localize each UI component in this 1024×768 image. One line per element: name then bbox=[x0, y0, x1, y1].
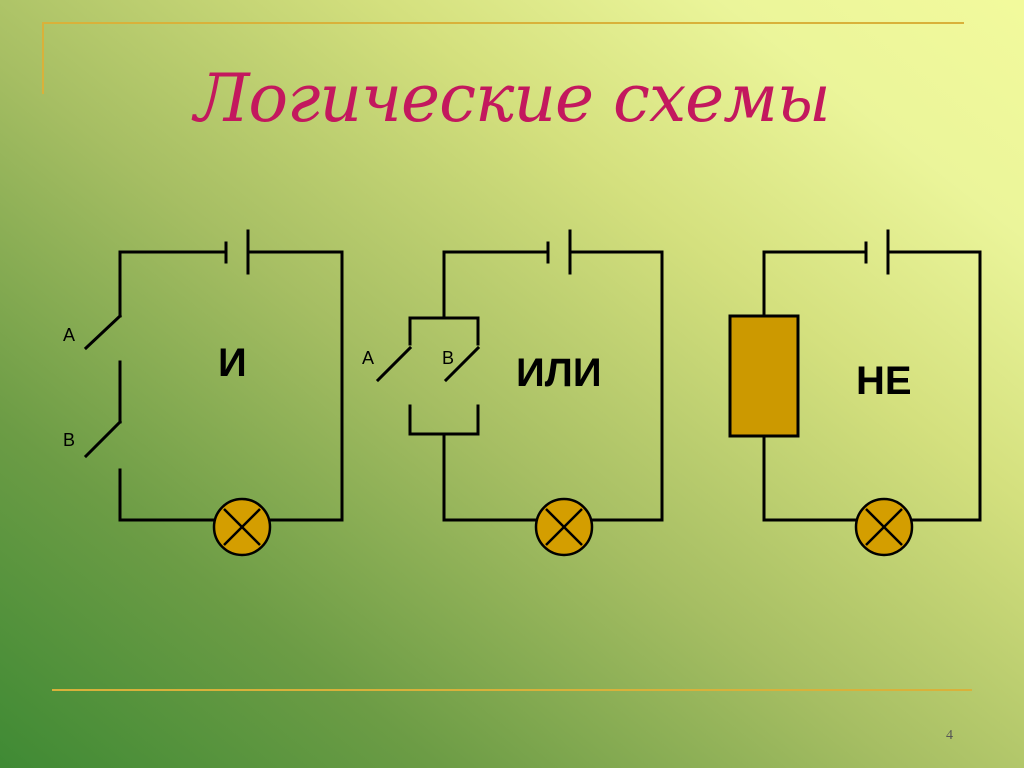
or-switch-b-label: B bbox=[442, 348, 454, 368]
and-lamp-cross-2 bbox=[223, 508, 261, 546]
frame-left-line bbox=[42, 22, 44, 94]
and-gate-label: И bbox=[218, 341, 247, 385]
and-switch-a bbox=[83, 313, 123, 351]
or-switch-a bbox=[375, 345, 413, 383]
not-lamp bbox=[854, 497, 914, 557]
or-switch-b bbox=[443, 345, 481, 383]
and-circuit bbox=[83, 229, 344, 522]
and-switch-b bbox=[83, 419, 123, 459]
and-switch-a-label: A bbox=[63, 325, 75, 345]
page-number: 4 bbox=[946, 728, 953, 743]
and-lamp bbox=[212, 497, 272, 557]
or-lamp bbox=[534, 497, 594, 557]
or-gate-label: ИЛИ bbox=[516, 351, 602, 395]
not-resistor bbox=[728, 314, 800, 438]
not-lamp-cross-2 bbox=[865, 508, 903, 546]
and-switch-b-label: B bbox=[63, 430, 75, 450]
or-circuit bbox=[375, 229, 664, 522]
or-lamp-cross-2 bbox=[545, 508, 583, 546]
frame-top-line bbox=[42, 22, 964, 24]
slide-title: Логические схемы bbox=[194, 60, 830, 137]
not-circuit bbox=[762, 229, 982, 522]
not-gate-label: НЕ bbox=[856, 359, 912, 403]
or-switch-a-label: A bbox=[362, 348, 374, 368]
frame-bottom-line bbox=[52, 689, 972, 691]
